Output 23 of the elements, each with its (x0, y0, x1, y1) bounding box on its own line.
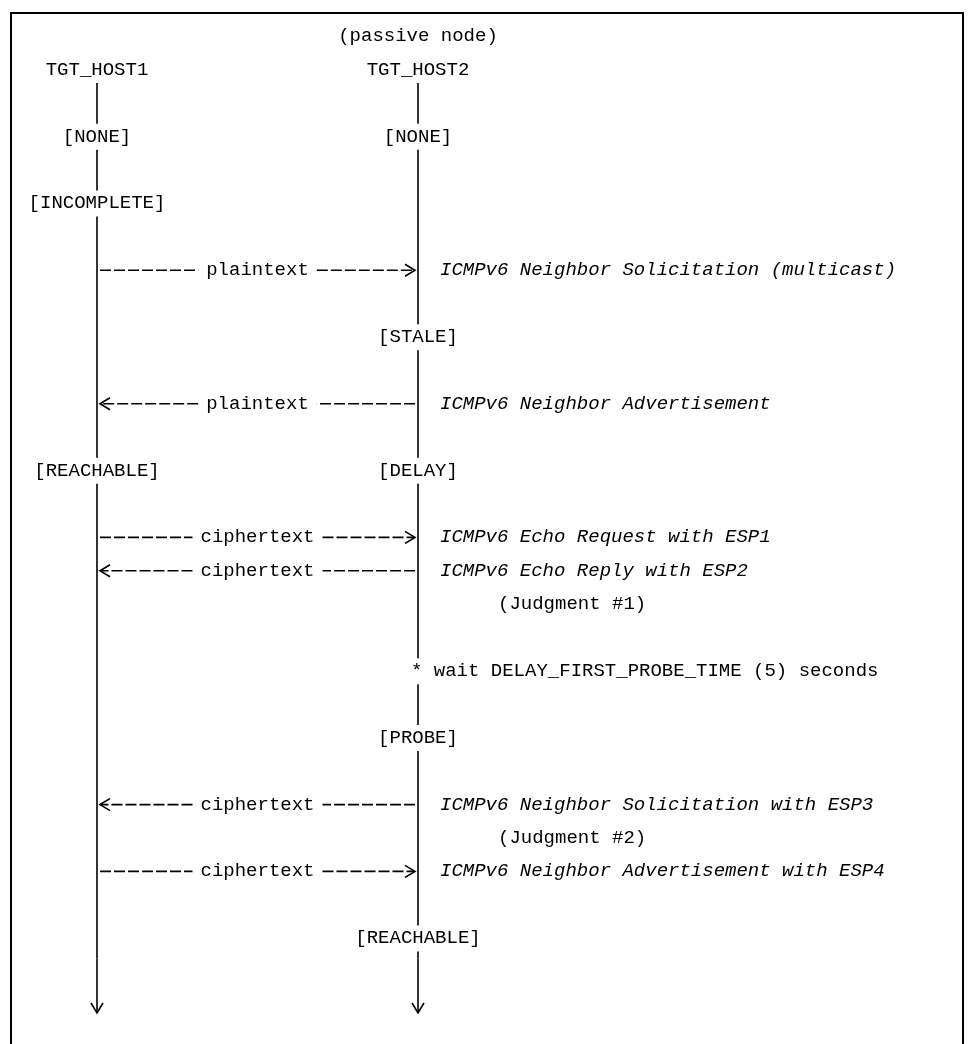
message-arrow (99, 263, 416, 277)
message-name: ICMPv6 Neighbor Solicitation with ESP3 (440, 793, 874, 816)
time-arrow (411, 957, 425, 1014)
judgment-note: (Judgment #1) (498, 593, 647, 616)
edge-label: ciphertext (200, 793, 315, 816)
message-arrow (99, 564, 416, 578)
message-name: ICMPv6 Neighbor Solicitation (multicast) (440, 259, 897, 282)
edge-label: plaintext (206, 259, 309, 282)
time-arrow (90, 957, 104, 1014)
message-arrow (99, 864, 416, 879)
edge-label: plaintext (206, 392, 309, 415)
wait-note: * wait DELAY_FIRST_PROBE_TIME (5) seconds (411, 660, 879, 682)
message-arrow (99, 397, 416, 411)
message-name: ICMPv6 Neighbor Advertisement with ESP4 (440, 860, 885, 883)
message-arrow (99, 530, 416, 545)
edge-label: ciphertext (200, 526, 315, 549)
message-arrow (99, 797, 416, 812)
message-name: ICMPv6 Neighbor Advertisement (440, 392, 771, 415)
message-name: ICMPv6 Echo Reply with ESP2 (440, 559, 748, 582)
edge-label: ciphertext (200, 860, 315, 883)
edge-label: ciphertext (200, 559, 315, 582)
judgment-note: (Judgment #2) (498, 827, 647, 849)
message-name: ICMPv6 Echo Request with ESP1 (440, 526, 771, 549)
